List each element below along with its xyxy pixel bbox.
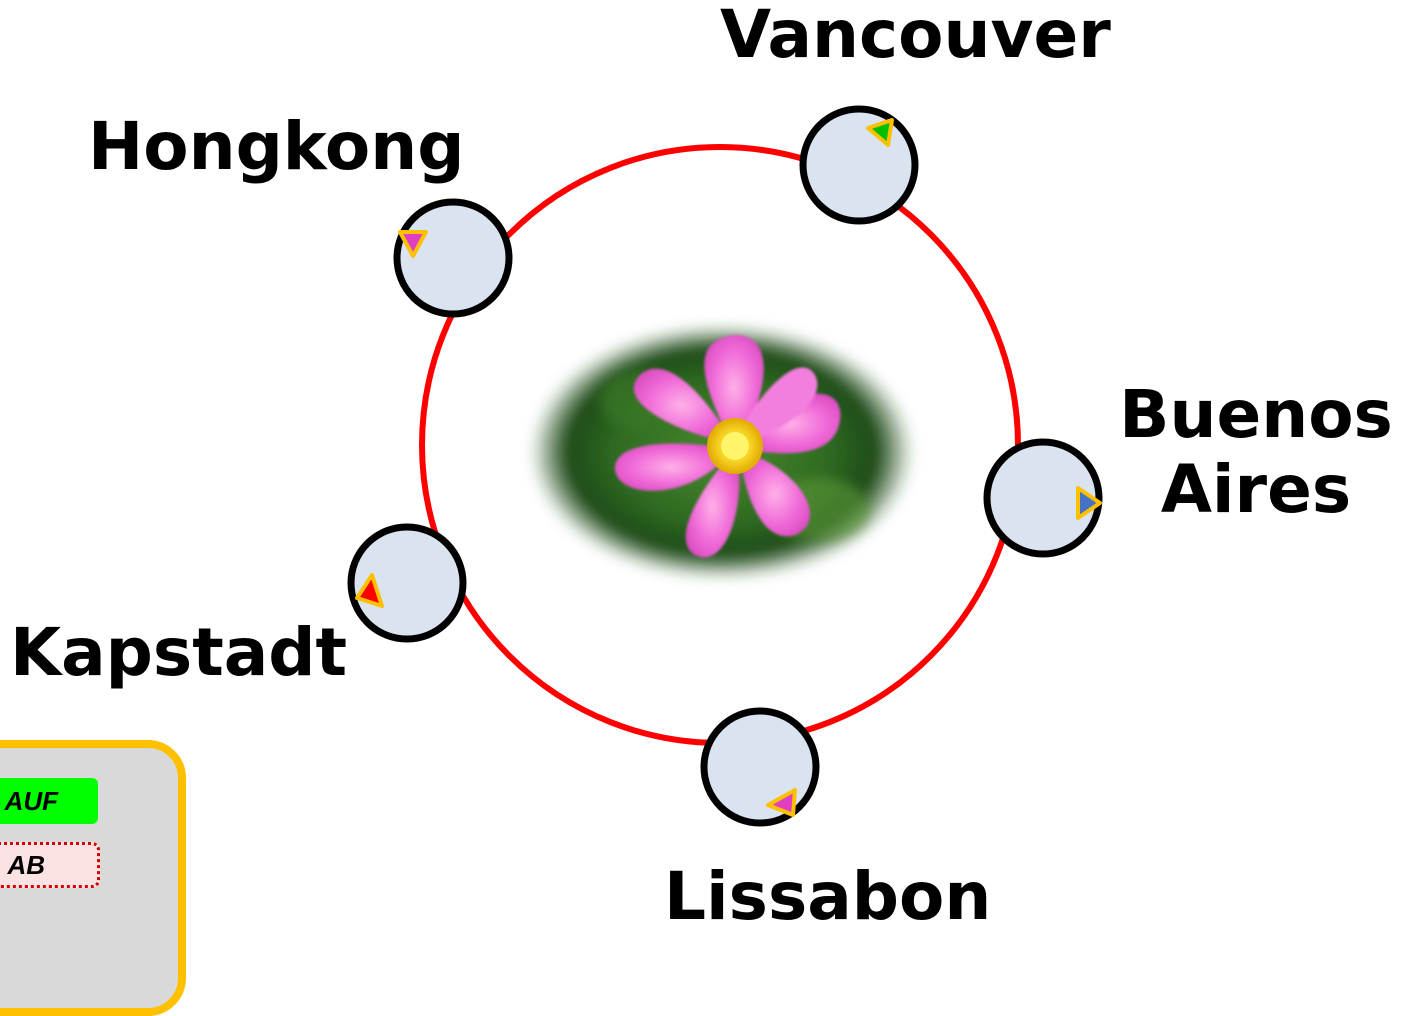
- city-node-lissabon: [700, 707, 820, 827]
- legend-item-ab: AB: [0, 842, 100, 888]
- city-label-buenos-aires: Buenos Aires: [1119, 376, 1393, 528]
- city-node-buenos-aires: [983, 438, 1103, 558]
- city-node-vancouver: [799, 105, 919, 225]
- marker-triangle-icon: [355, 573, 384, 608]
- city-label-vancouver: Vancouver: [720, 0, 1111, 73]
- marker-triangle-icon: [866, 118, 894, 147]
- marker-triangle-icon: [766, 788, 797, 817]
- city-label-kapstadt: Kapstadt: [10, 614, 348, 691]
- marker-triangle-icon: [1076, 486, 1102, 520]
- legend-item-auf: AUF: [0, 778, 98, 824]
- center-flower-image: [530, 324, 914, 580]
- marker-triangle-icon: [398, 230, 428, 258]
- city-label-lissabon: Lissabon: [664, 858, 992, 935]
- city-node-kapstadt: [347, 523, 467, 643]
- city-node-hongkong: [393, 198, 513, 318]
- city-label-hongkong: Hongkong: [88, 108, 465, 185]
- diagram-canvas: [347, 105, 1103, 827]
